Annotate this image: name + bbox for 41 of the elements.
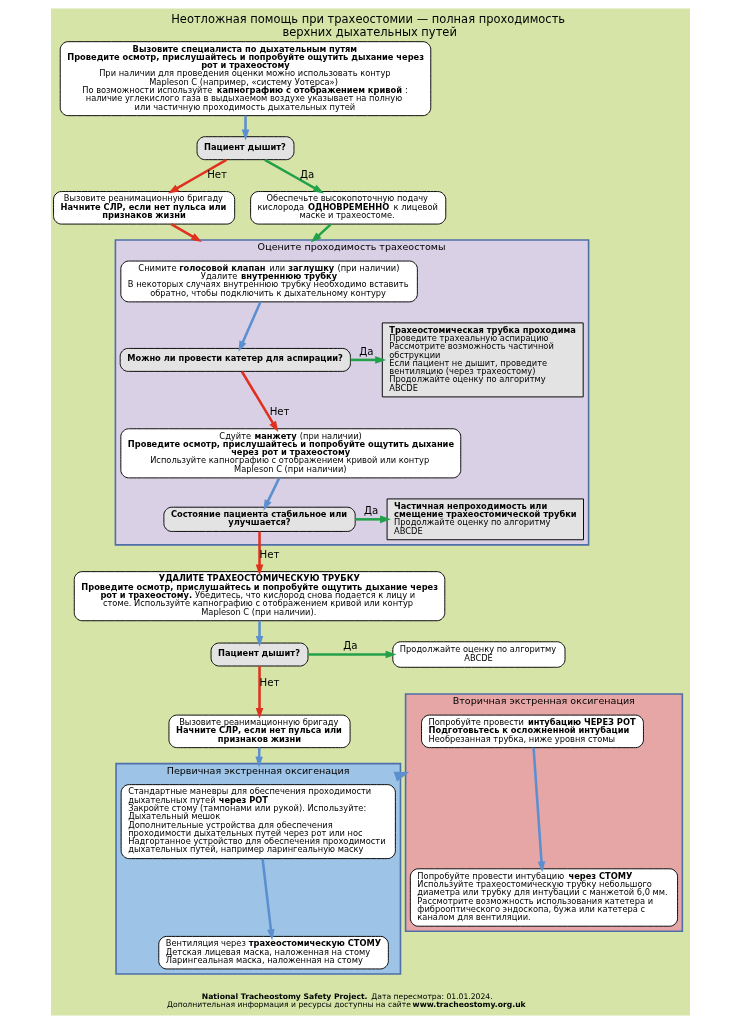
node-box: Сдуйте манжету (при наличии) Проведите осмотр, прислушайтесь и попробуйте ощутить дыхание через рот и трахеостому Используйте капнографию с отображением кривой или контур Mapleson C (при наличии)	[120, 428, 462, 479]
arrow	[255, 666, 264, 719]
diagram-title: Неотложная помощь при трахеостомии — полная проходимость верхних дыхательных путей	[171, 11, 566, 39]
node-box: Состояние пациента стабильное или улучшается?	[163, 506, 356, 532]
node-box: Продолжайте оценку по алгоритму ABCDE	[392, 641, 566, 668]
arrow	[532, 747, 546, 873]
node-box: Частичная непроходимость или смещение трахеостомической трубки Продолжайте оценку по алгоритму ABCDE	[386, 498, 584, 541]
arrow	[240, 370, 279, 432]
node-box: Пациент дышит?	[210, 642, 309, 667]
node-box: Пациент дышит?	[196, 136, 295, 161]
arrow	[261, 858, 275, 941]
edge-label: Да	[299, 169, 315, 181]
node-box: Обеспечьте высокопоточную подачу кислорода ОДНОВРЕМЕННО к лицевой маске и трахеостоме.	[250, 191, 447, 225]
arrow	[168, 158, 228, 194]
edge-label: Да	[343, 640, 358, 652]
node-box: Вызовите реанимационную бригаду Начните СЛР, если нет пульса или признаков жизни	[168, 714, 351, 749]
node-box: Трахеостомическая трубка проходима Проведите трахеальную аспирацию Рассмотрите возможность частичной обструкции Если пациент не дышит, проведите вентиляцию (через трахеостому) Продолжайте оценку по алгоритму ABCDE	[381, 322, 584, 398]
arrow	[308, 650, 397, 659]
arrow	[170, 223, 202, 242]
arrow	[263, 477, 281, 511]
edge-label: Нет	[269, 406, 290, 418]
arrow	[264, 158, 324, 194]
arrow	[238, 301, 262, 352]
edge-label: Да	[359, 345, 374, 357]
node-box: Вызовите специалиста по дыхательным путям Проведите осмотр, прислушайтесь и попробуйте ощутить дыхание через рот и трахеостому При наличии для проведения оценки можно использовать контур Mapleson C (например, «систему Уотерса») По возможности используйте капнографию с отображением кривой: наличие углекислого газа в выдыхаемом воздухе указывает на полную или частичную проходимость дыхательных путей	[59, 41, 432, 117]
node-box: Можно ли провести катетер для аспирации?	[119, 347, 351, 372]
node-box: Попробуйте провести интубацию ЧЕРЕЗ РОТ Подготовьтесь к осложненной интубации Необрезанная трубка, ниже уровня стомы	[421, 714, 644, 749]
node-box: Снимите голосовой клапан или заглушку (при наличии) Удалите внутреннюю трубку В некоторых случаях внутреннюю трубку необходимо вставить обратно, чтобы подключить к дыхательному контуру	[120, 260, 418, 303]
edge-label: Нет	[207, 169, 228, 181]
arrow	[350, 356, 387, 364]
node-box: Вызовите реанимационную бригаду Начните СЛР, если нет пульса или признаков жизни	[53, 191, 236, 225]
node-box: Стандартные маневры для обеспечения проходимости дыхательных путей через РОТ Закройте стому (тампонами или рукой). Используйте: Дыхательный мешок Дополнительные устройства для обеспечения проходимости дыхательных путей через рот или нос Надгортанное устройство для обеспечения проходимости дыхательных путей, например ларингеальную маску	[120, 784, 396, 860]
node-box: Попробуйте провести интубацию через СТОМУ Используйте трахеостомическую трубку небольшого диаметра или трубку для интубации с манжетой 6,0 мм. Рассмотрите возможность использования катетера и фиброоптического эндоскопа, бужа или катетера с каналом для вентиляции.	[409, 868, 679, 927]
node-box: УДАЛИТЕ ТРАХЕОСТОМИЧЕСКУЮ ТРУБКУ Проведите осмотр, прислушайтесь и попробуйте ощутить дыхание через рот и трахеостому. Убедитесь, что кислород снова подается к лицу и стоме. Используйте капнографию с отображением кривой или контур Mapleson C (при наличии).	[73, 571, 446, 622]
edge-label: Да	[364, 505, 379, 517]
arrow	[355, 515, 391, 524]
node-box: Вентиляция через трахеостомическую СТОМУ Детская лицевая маска, наложенная на стому Ларингеальная маска, наложенная на стому	[158, 935, 389, 970]
arrow	[255, 531, 264, 576]
arrow	[255, 620, 264, 647]
arrow	[310, 223, 332, 243]
arrow	[241, 115, 250, 141]
